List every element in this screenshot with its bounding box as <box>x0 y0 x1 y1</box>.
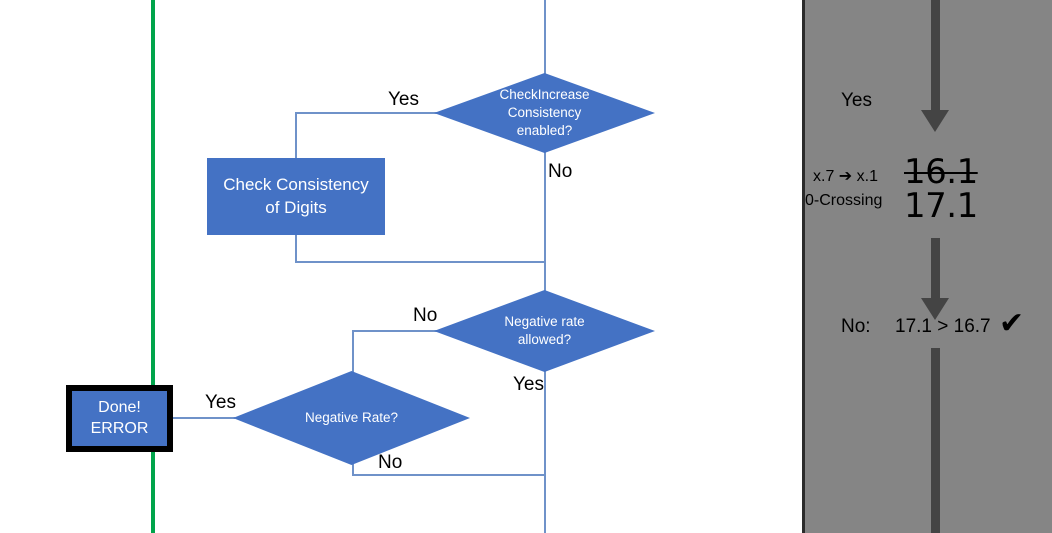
decision-label-line3: enabled? <box>516 123 573 139</box>
decision-label: CheckIncrease Consistency enabled? <box>434 73 655 153</box>
connector-yes-negative-rate-allowed <box>544 370 546 533</box>
connector-process-return-horizontal <box>295 261 545 263</box>
arrow-shaft-bottom <box>931 348 940 533</box>
connector-no-negative-allowed-horizontal <box>352 330 440 332</box>
panel-rule-line2: 0-Crossing <box>805 192 883 209</box>
decision-label: Negative rate allowed? <box>434 290 655 372</box>
decision-label-line1: Negative rate <box>504 313 585 329</box>
decision-label: Negative Rate? <box>233 371 470 465</box>
panel-rule-line1: x.7 ➔ x.1 <box>813 168 878 185</box>
arrow-head-middle <box>921 298 949 320</box>
decision-negative-rate[interactable]: Negative Rate? <box>233 371 470 465</box>
panel-comparison-expression: 17.1 > 16.7 <box>895 316 991 337</box>
process-check-consistency-of-digits[interactable]: Check Consistency of Digits <box>207 158 385 235</box>
process-label-line2: of Digits <box>265 197 327 217</box>
edge-label-yes-check-increase: Yes <box>388 89 419 110</box>
process-label-line2: ERROR <box>90 419 149 437</box>
edge-label-yes-negative-rate-allowed: Yes <box>513 374 544 395</box>
process-label-line1: Done! <box>98 398 141 416</box>
process-done-error[interactable]: Done! ERROR <box>66 385 173 452</box>
green-marker-line <box>151 0 155 533</box>
edge-label-no-negative-rate-allowed: No <box>413 305 438 326</box>
edge-label-yes-negative-rate: Yes <box>205 392 236 413</box>
connector-no-negative-rate-horizontal <box>352 474 545 476</box>
edge-label-no-negative-rate: No <box>378 452 403 473</box>
panel-yes-label: Yes <box>841 90 872 111</box>
arrow-head-top <box>921 110 949 132</box>
connector-no-negative-rate-vertical <box>352 458 354 476</box>
panel-value-struck: 16.1 <box>904 152 978 192</box>
connector-yes-branch-horizontal <box>295 112 440 114</box>
decision-negative-rate-allowed[interactable]: Negative rate allowed? <box>434 290 655 372</box>
annotation-panel: Yes x.7 ➔ x.1 0-Crossing 16.1 17.1 No: 1… <box>802 0 1052 533</box>
decision-label-line1: CheckIncrease <box>499 86 590 102</box>
connector-spine-top <box>544 0 546 75</box>
arrow-shaft-top <box>931 0 940 112</box>
connector-process-return-vertical <box>295 234 297 263</box>
arrow-shaft-middle <box>931 238 940 300</box>
decision-label-line1: Negative Rate? <box>304 409 399 425</box>
panel-comparison-prefix: No: <box>841 316 871 337</box>
connector-yes-branch-vertical <box>295 112 297 159</box>
decision-label-line2: allowed? <box>517 332 572 347</box>
process-label-line1: Check Consistency <box>223 175 369 195</box>
check-mark-icon: ✔ <box>999 306 1025 341</box>
decision-label-line2: Consistency <box>507 104 582 120</box>
edge-label-no-check-increase: No <box>548 161 573 182</box>
connector-yes-negative-rate <box>173 417 235 419</box>
decision-check-increase-consistency[interactable]: CheckIncrease Consistency enabled? <box>434 73 655 153</box>
connector-no-negative-allowed-vertical <box>352 330 354 375</box>
connector-no-check-increase <box>544 152 546 292</box>
panel-value-result: 17.1 <box>904 186 978 226</box>
